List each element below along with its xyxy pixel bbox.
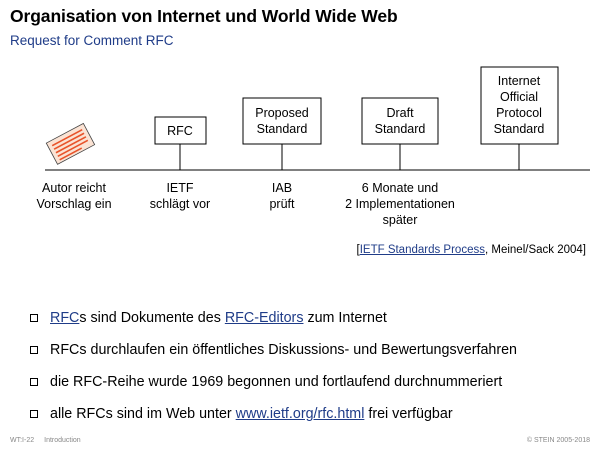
bullet-text: frei verfügbar	[364, 406, 453, 422]
bullet-text: RFCs durchlaufen ein öffentliches Diskus…	[50, 342, 518, 358]
box-official-line1: Internet	[498, 74, 541, 88]
footer-left: WT:I-22 Introduction	[10, 437, 81, 444]
bullet-text: die RFC-Reihe wurde 1969 begonnen und fo…	[50, 374, 503, 390]
bullet-item: RFCs durchlaufen ein öffentliches Diskus…	[30, 334, 517, 366]
box-proposed-line1: Proposed	[255, 106, 309, 120]
citation: [IETF Standards Process, Meinel/Sack 200…	[357, 244, 587, 256]
rfc-process-diagram: RFC Proposed Standard Draft Standard Int…	[36, 66, 590, 227]
citation-link[interactable]: IETF Standards Process	[359, 244, 485, 256]
bullet-text: alle RFCs sind im Web unter	[50, 406, 236, 422]
box-draft-line2: Standard	[375, 122, 426, 136]
page-subtitle: Request for Comment RFC	[10, 33, 174, 48]
rfc-editors-link[interactable]: RFC-Editors	[224, 310, 304, 326]
bullet-text: zum Internet	[303, 310, 387, 326]
box-draft-line1: Draft	[386, 106, 414, 120]
square-bullet-icon	[30, 410, 38, 418]
box-official-line2: Official	[500, 90, 538, 104]
citation-rest: , Meinel/Sack 2004]	[484, 244, 586, 256]
step-iab-line1: IAB	[272, 181, 292, 195]
bullet-text: s sind Dokumente des	[79, 310, 225, 326]
box-draft-standard	[361, 97, 439, 145]
step-ietf-line1: IETF	[166, 181, 193, 195]
step-iab-line2: prüft	[269, 197, 295, 211]
document-icon	[45, 122, 96, 165]
rfc-link[interactable]: RFC	[50, 310, 80, 326]
box-official-line4: Standard	[494, 122, 545, 136]
page-title: Organisation von Internet und World Wide…	[10, 6, 398, 26]
step-author-line2: Vorschlag ein	[36, 197, 111, 211]
bullet-item: RFCs sind Dokumente des RFC-Editors zum …	[30, 302, 517, 334]
step-timing-line2: 2 Implementationen	[345, 197, 455, 211]
footer-section: Introduction	[44, 437, 81, 444]
box-internet-official-standard	[480, 66, 559, 145]
bullet-item: die RFC-Reihe wurde 1969 begonnen und fo…	[30, 366, 517, 398]
box-proposed-line2: Standard	[257, 122, 308, 136]
square-bullet-icon	[30, 314, 38, 322]
step-author-line1: Autor reicht	[42, 181, 106, 195]
step-timing-line1: 6 Monate und	[362, 181, 438, 195]
bullet-list: RFCs sind Dokumente des RFC-Editors zum …	[30, 302, 517, 430]
square-bullet-icon	[30, 346, 38, 354]
bullet-item: alle RFCs sind im Web unter www.ietf.org…	[30, 398, 517, 430]
ietf-rfc-url-link[interactable]: www.ietf.org/rfc.html	[235, 406, 365, 422]
footer-page: WT:I-22	[10, 437, 35, 444]
footer-copyright: © STEIN 2005-2018	[526, 437, 590, 444]
square-bullet-icon	[30, 378, 38, 386]
box-official-line3: Protocol	[496, 106, 542, 120]
box-rfc-label: RFC	[167, 124, 193, 138]
box-rfc	[154, 116, 207, 145]
step-timing-line3: später	[383, 213, 418, 227]
citation-open: [	[356, 244, 360, 256]
step-ietf-line2: schlägt vor	[150, 197, 210, 211]
box-proposed-standard	[242, 97, 322, 145]
